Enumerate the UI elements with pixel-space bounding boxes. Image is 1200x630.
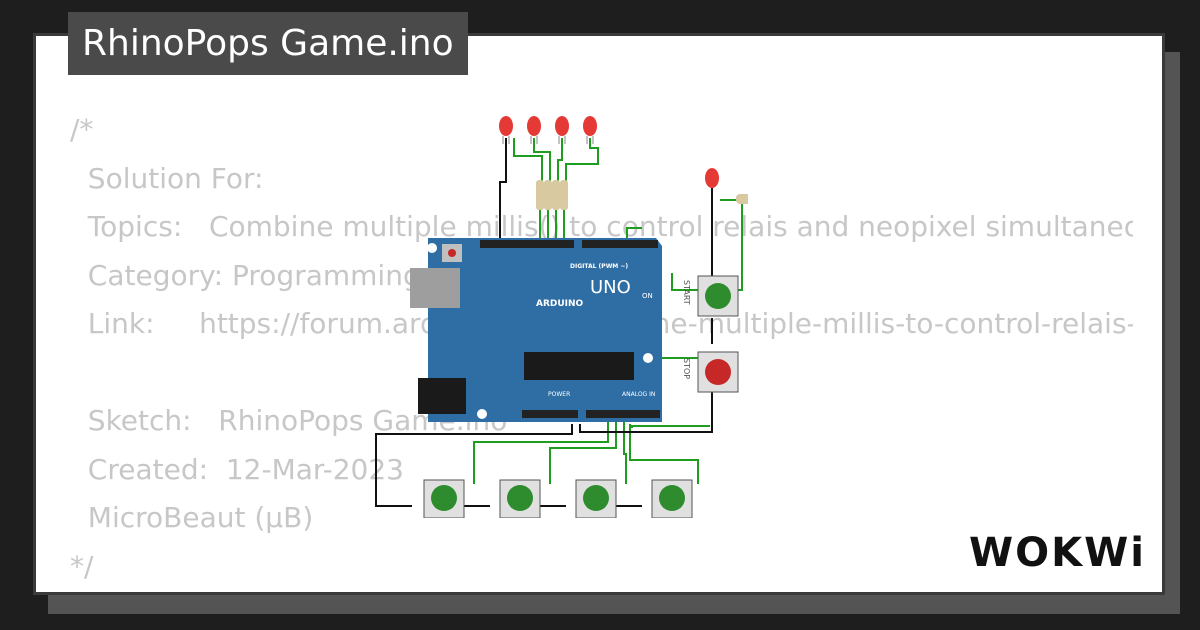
resistor-bank [536, 180, 748, 210]
player-button[interactable] [575, 479, 617, 518]
mount-hole [427, 243, 437, 253]
player-button[interactable] [651, 479, 693, 518]
mount-hole [643, 353, 653, 363]
resistor [736, 194, 748, 204]
digital-label: DIGITAL (PWM ~) [570, 263, 628, 270]
board-brand: ARDUINO [536, 299, 584, 309]
player-button[interactable] [423, 479, 465, 518]
mount-hole [477, 409, 487, 419]
led[interactable] [555, 116, 569, 144]
stop-label: STOP [682, 358, 691, 379]
on-label: ON [642, 292, 653, 300]
code-preview: /* Solution For: Topics: Combine multipl… [70, 106, 1133, 591]
code-line: MicroBeaut (µB) [70, 501, 314, 534]
power-jack [418, 378, 466, 414]
resistor [552, 180, 560, 210]
resistor [536, 180, 544, 210]
status-led[interactable] [705, 168, 719, 188]
board-model: UNO [590, 277, 631, 298]
usb-connector [410, 268, 460, 308]
wokwi-logo[interactable]: WOKWi [969, 530, 1146, 576]
code-line: Topics: Combine multiple millis() to con… [70, 210, 1133, 243]
led[interactable] [583, 116, 597, 144]
stop-button[interactable]: STOP [682, 351, 739, 393]
project-title[interactable]: RhinoPops Game.ino [68, 12, 468, 75]
analog-header [586, 410, 660, 418]
player-button[interactable] [499, 479, 541, 518]
code-line: /* [70, 113, 94, 146]
resistor [544, 180, 552, 210]
led-bank [499, 116, 719, 188]
black-wires [375, 138, 713, 507]
led[interactable] [527, 116, 541, 144]
led[interactable] [499, 116, 513, 144]
resistor [560, 180, 568, 210]
code-line: Link: https://forum.arduino.cc/t/combine… [87, 307, 1133, 340]
player-buttons [423, 479, 693, 518]
digital-header-left [480, 240, 574, 248]
arduino-board[interactable]: DIGITAL (PWM ~) UNO ARDUINO ON POWER ANA… [410, 238, 662, 422]
microcontroller-chip [524, 352, 634, 380]
circuit-diagram: DIGITAL (PWM ~) UNO ARDUINO ON POWER ANA… [375, 116, 748, 518]
digital-header-right [582, 240, 658, 248]
start-label: START [682, 280, 691, 305]
code-line: Created: 12-Mar-2023 [70, 452, 404, 486]
code-line: Solution For: [70, 161, 264, 195]
power-label: POWER [548, 391, 570, 398]
analog-label: ANALOG IN [622, 391, 655, 398]
power-header [522, 410, 578, 418]
start-button[interactable]: START [682, 275, 739, 317]
code-line: */ [70, 549, 94, 583]
